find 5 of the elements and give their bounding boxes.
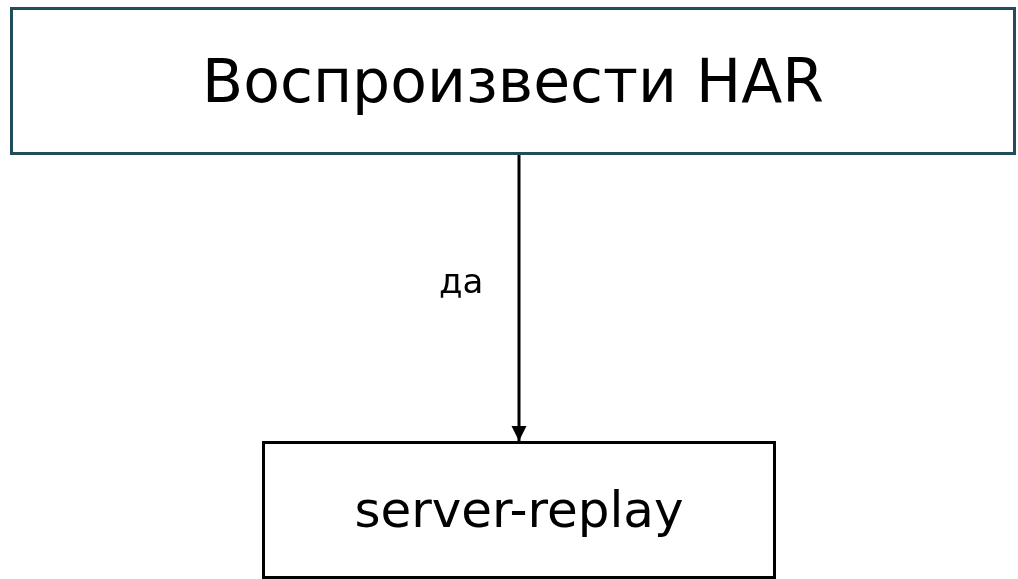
arrow [511,155,527,441]
box-label: server-replay [354,481,684,539]
process-box [262,441,776,579]
box-label: Воспроизвести HAR [202,46,824,116]
process-box [10,7,1016,155]
